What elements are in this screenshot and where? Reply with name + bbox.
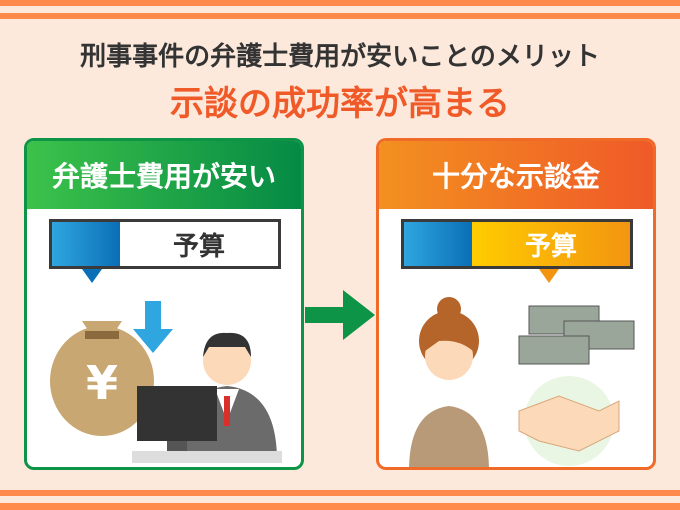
fee-portion [404,222,472,266]
low-fee-panel-title: 弁護士費用が安い [27,141,301,209]
low-fee-panel: 弁護士費用が安い 予算 ¥ [24,138,304,470]
callout-tail [82,269,102,283]
page-title: 刑事事件の弁護士費用が安いことのメリット [80,42,600,72]
top-stripe [0,0,680,6]
lawyer-illustration: ¥ [50,301,282,463]
top-stripe-2 [0,13,680,19]
page-subtitle: 示談の成功率が高まる [170,84,510,124]
budget-bar: 予算 [49,219,281,269]
settlement-panel-title: 十分な示談金 [379,141,653,209]
fee-portion [52,222,120,266]
budget-bar: 予算 [401,219,633,269]
settlement-illustration [409,297,635,467]
down-arrow-icon [133,301,173,353]
money-stack-icon [518,305,635,365]
right-arrow-icon [305,290,375,340]
bottom-stripe [0,490,680,496]
settlement-panel: 十分な示談金 予算 [376,138,656,470]
handshake-icon [518,376,620,466]
callout-tail [539,269,559,283]
money-bag-icon: ¥ [50,321,154,436]
woman-icon [409,297,489,467]
budget-label: 予算 [172,231,225,262]
budget-label: 予算 [472,222,630,266]
computer-icon [132,386,282,463]
yen-symbol: ¥ [86,356,118,410]
bottom-stripe-2 [0,503,680,510]
